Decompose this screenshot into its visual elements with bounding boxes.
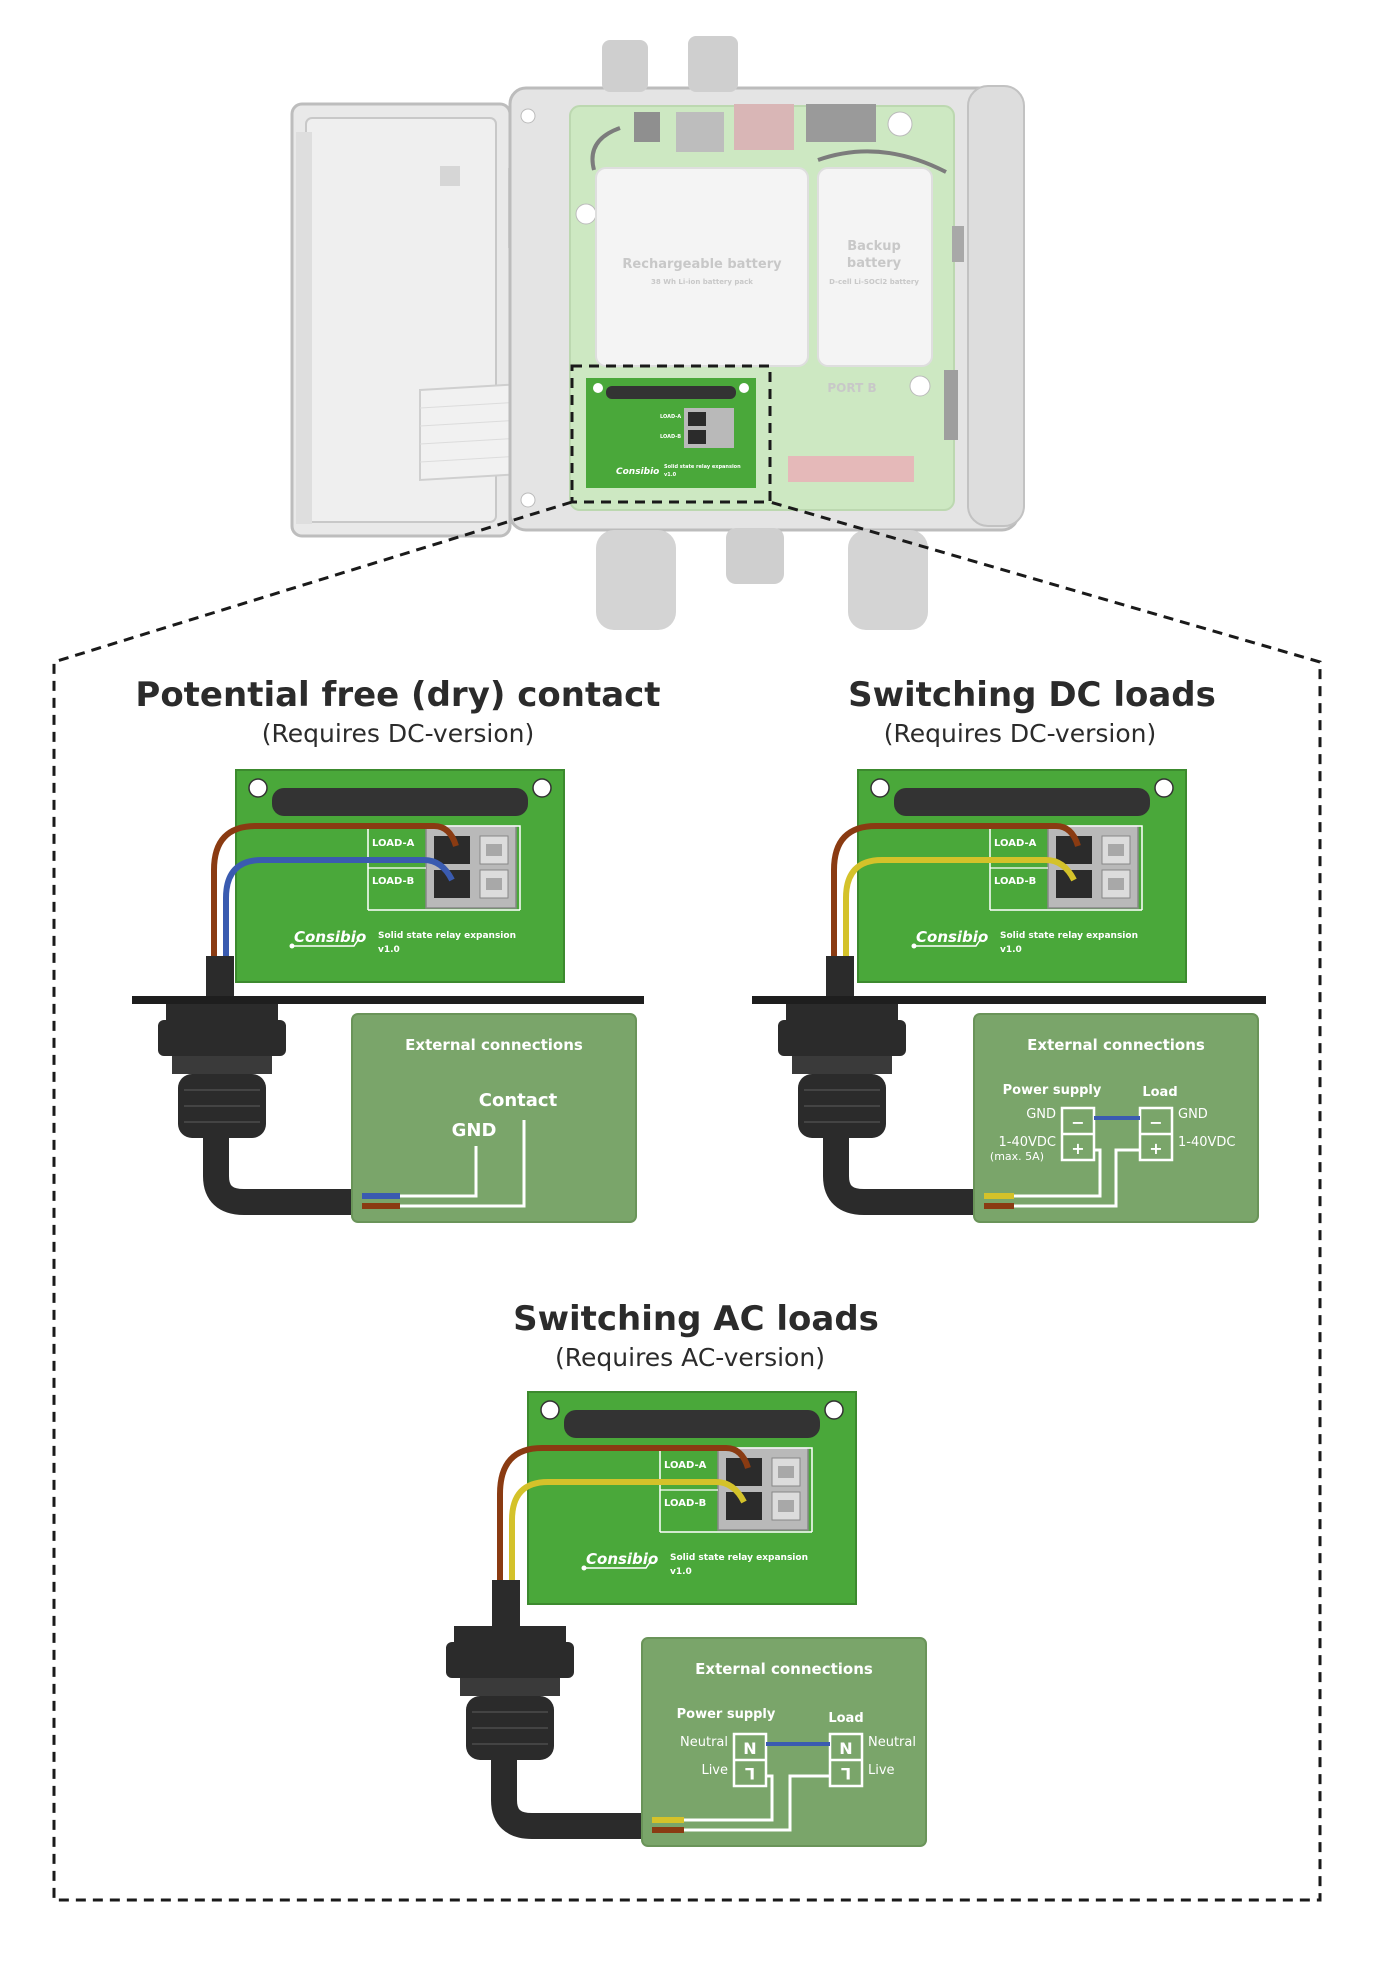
section-dc-loads: Switching DC loads (Requires DC-version)… [752,675,1266,1223]
dc-psu-plus: + [1071,1139,1084,1158]
ac-load-live-symbol: L [841,1764,851,1783]
ac-board-version: v1.0 [670,1567,692,1577]
dry-wire-brown [211,823,459,956]
dry-load-b-label: LOAD-B [372,876,414,887]
ac-relay-pcb: LOAD-A LOAD-B Consibio Solid state relay… [527,1391,857,1605]
ac-load-label: Load [828,1711,863,1726]
dc-board-version: v1.0 [1000,945,1022,955]
dry-wire-blue [223,857,455,956]
dc-brand-logo: Consibio [916,928,988,946]
mini-pcb-version: v1.0 [664,472,677,478]
dry-board-version: v1.0 [378,945,400,955]
dc-load-plus: + [1149,1139,1162,1158]
ac-wire-yellow [509,1479,747,1580]
ac-psu-neutral-symbol: N [743,1739,756,1758]
dry-brand-logo: Consibio [294,928,366,946]
dry-subtitle: (Requires DC-version) [262,719,535,748]
ac-brand-logo: Consibio [586,1550,658,1568]
dry-load-a-label: LOAD-A [372,838,415,849]
dc-board-name: Solid state relay expansion [1000,931,1138,941]
section-dry-contact: Potential free (dry) contact (Requires D… [132,675,661,1223]
dc-wire-brown [831,823,1081,956]
dry-external-panel [351,1013,637,1223]
mini-pcb-load-a: LOAD-A [660,414,681,420]
ac-board-name: Solid state relay expansion [670,1553,808,1563]
dc-load-label: Load [1142,1085,1177,1100]
ac-cable [491,1760,660,1839]
dc-ext-title: External connections [1027,1036,1205,1054]
dc-title: Switching DC loads [848,675,1216,715]
ac-ext-title: External connections [695,1660,873,1678]
dry-wall-plate [132,996,644,1004]
backup-battery-sub: D-cell Li-SOCl2 battery [829,278,919,286]
ac-live-left: Live [701,1763,728,1778]
dc-wall-plate [752,996,1266,1004]
ac-title: Switching AC loads [513,1299,879,1339]
ac-load-neutral-symbol: N [839,1739,852,1758]
ac-live-right: Live [868,1763,895,1778]
ac-wire-brown [497,1445,751,1580]
dry-gnd-label: GND [452,1120,497,1141]
rechargeable-battery-sub: 38 Wh Li-ion battery pack [651,278,753,286]
dry-cable-gland [157,1003,287,1139]
dc-gnd-left: GND [1026,1107,1056,1122]
dry-relay-pcb: LOAD-A LOAD-B Consibio Solid state relay… [235,769,565,983]
ac-load-a-label: LOAD-A [664,1460,707,1471]
dc-vdc-left: 1-40VDC [999,1135,1056,1150]
dc-subtitle: (Requires DC-version) [884,719,1157,748]
dc-cable [823,1138,990,1215]
ac-subtitle: (Requires AC-version) [555,1343,825,1372]
dc-psu-minus: − [1071,1113,1084,1132]
ac-neutral-right: Neutral [868,1735,916,1750]
dry-cable [203,1138,372,1215]
rechargeable-battery-label: Rechargeable battery [622,257,782,272]
mini-pcb-load-b: LOAD-B [660,434,681,440]
callout-outline [52,500,1322,1902]
mini-pcb-name: Solid state relay expansion [664,464,741,470]
dc-power-supply-label: Power supply [1003,1083,1102,1098]
backup-battery-label-2: battery [847,256,902,271]
port-b-label: PORT B [827,381,876,395]
dc-relay-pcb: LOAD-A LOAD-B Consibio Solid state relay… [857,769,1187,983]
section-ac-loads: Switching AC loads (Requires AC-version)… [445,1299,927,1847]
ac-power-supply-label: Power supply [677,1707,776,1722]
dc-load-b-label: LOAD-B [994,876,1036,887]
enclosure-illustration: Rechargeable battery 38 Wh Li-ion batter… [290,36,1025,630]
dc-gnd-right: GND [1178,1107,1208,1122]
mini-pcb-brand: Consibio [616,467,659,477]
dry-ext-title: External connections [405,1036,583,1054]
ac-cable-gland [445,1625,575,1761]
dc-vdc-right: 1-40VDC [1178,1135,1235,1150]
dry-title: Potential free (dry) contact [135,675,660,715]
ac-psu-live-symbol: L [745,1764,755,1783]
dc-wire-yellow [843,857,1077,956]
dc-load-a-label: LOAD-A [994,838,1037,849]
dc-vdc-note: (max. 5A) [990,1150,1044,1163]
dry-contact-label: Contact [479,1090,558,1111]
dry-board-name: Solid state relay expansion [378,931,516,941]
ac-load-b-label: LOAD-B [664,1498,706,1509]
backup-battery-label-1: Backup [847,239,901,254]
ac-neutral-left: Neutral [680,1735,728,1750]
dc-cable-gland [777,1003,907,1139]
dc-load-minus: − [1149,1113,1162,1132]
